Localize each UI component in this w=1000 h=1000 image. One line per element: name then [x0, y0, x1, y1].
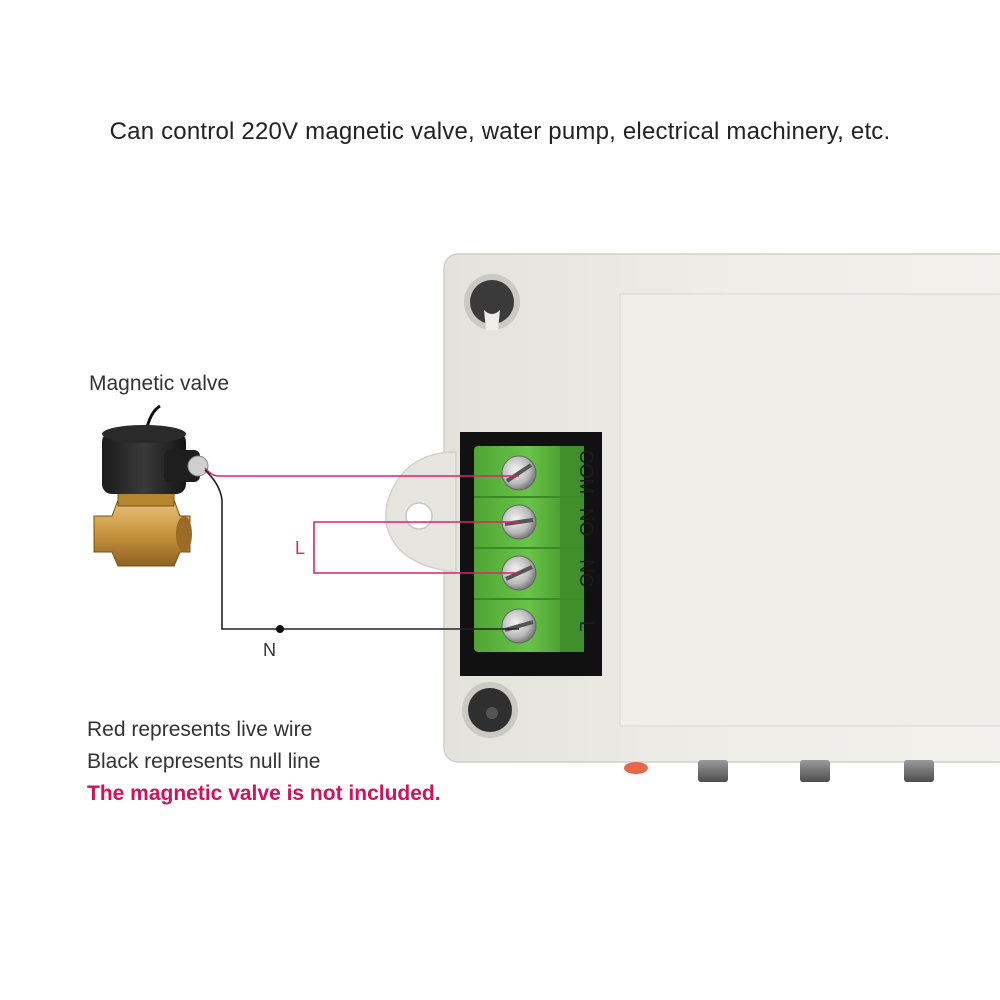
legend: Red represents live wire Black represent…	[87, 714, 441, 810]
case-screw-top	[470, 280, 514, 324]
wiring	[204, 467, 519, 633]
status-led	[624, 762, 648, 774]
valve-gland	[187, 455, 209, 477]
push-button-2	[800, 760, 830, 782]
headline: Can control 220V magnetic valve, water p…	[109, 118, 891, 145]
terminal-label-nc: NC	[575, 559, 596, 586]
valve-connector	[164, 450, 200, 482]
legend-black: Black represents null line	[87, 750, 321, 773]
valve-label: Magnetic valve	[89, 372, 230, 395]
valve-coil-top	[102, 425, 186, 443]
live-wire-bridge	[313, 521, 519, 574]
relay-module: COM NO NC L	[385, 253, 1000, 782]
push-button-1	[698, 760, 728, 782]
terminal-screw-com	[501, 455, 537, 491]
null-wire	[204, 469, 519, 630]
null-wire-junction	[276, 625, 284, 633]
valve-port	[176, 516, 192, 552]
case-screw-top-glint	[484, 310, 500, 330]
valve-brass-body	[93, 499, 191, 567]
case-screw-bottom-center	[486, 707, 498, 719]
relay-cover-panel	[619, 293, 1000, 727]
terminal-label-l: L	[575, 621, 596, 632]
push-button-3	[904, 760, 934, 782]
terminal-screw-l	[501, 608, 537, 644]
legend-warning: The magnetic valve is not included.	[87, 782, 441, 805]
terminal-label-no: NO	[575, 508, 596, 537]
mounting-hole	[405, 502, 433, 530]
magnetic-valve-image	[93, 404, 209, 567]
neutral-wire-label: N	[263, 640, 276, 660]
live-wire-valve	[204, 467, 519, 477]
terminal-label-com: COM	[575, 450, 596, 494]
legend-red: Red represents live wire	[87, 718, 313, 741]
live-wire-label: L	[295, 538, 306, 558]
